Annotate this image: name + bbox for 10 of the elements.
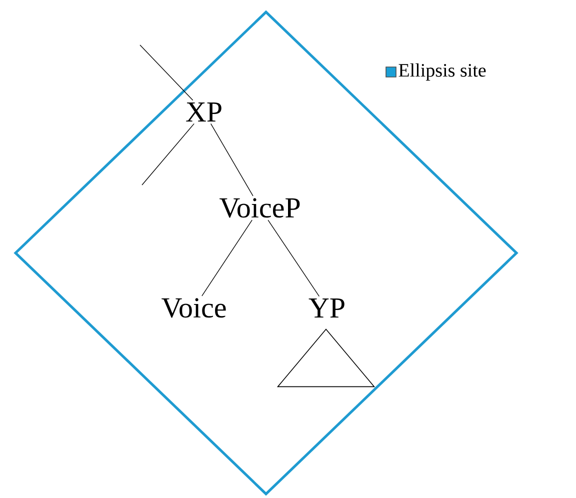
tree-label: XP	[186, 102, 222, 122]
tree-branch	[202, 220, 252, 296]
tree-label: VoiceP	[220, 198, 300, 218]
tree-branch	[142, 123, 194, 186]
tree-branch	[268, 220, 320, 297]
legend-label: Ellipsis site	[398, 63, 486, 81]
tree-label: YP	[308, 298, 344, 318]
tree-branch	[140, 44, 194, 101]
tree-label: Voice	[162, 298, 226, 318]
tree-branch	[210, 123, 254, 196]
